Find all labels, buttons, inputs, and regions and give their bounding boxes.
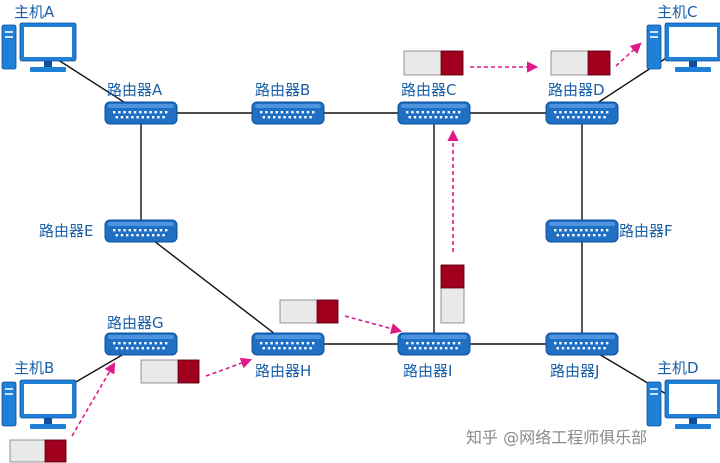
router-h-icon: [251, 332, 325, 356]
host-label-c: 主机C: [657, 3, 698, 21]
host-d-computer-icon: [646, 379, 720, 429]
host-label-d: 主机D: [657, 359, 699, 377]
packet-arrows-layer: [71, 42, 642, 437]
host-label-a: 主机A: [14, 3, 55, 21]
router-label-g: 路由器G: [107, 314, 164, 332]
router-label-e: 路由器E: [39, 222, 94, 240]
arrow-host-b-to-router-g: [71, 362, 116, 437]
arrow-router-d-to-host-c: [615, 42, 642, 67]
router-d-icon: [545, 101, 619, 125]
router-a-icon: [104, 101, 178, 125]
router-i-icon: [397, 332, 471, 356]
router-e-icon: [104, 219, 178, 243]
watermark-text: 知乎 @网络工程师俱乐部: [466, 428, 648, 447]
router-label-j: 路由器J: [550, 362, 600, 380]
router-label-d: 路由器D: [548, 81, 605, 99]
router-label-a: 路由器A: [107, 81, 163, 99]
packets-layer: [9, 50, 611, 463]
host-a-computer-icon: [1, 22, 77, 72]
router-label-b: 路由器B: [255, 81, 311, 99]
packet-router-c: [403, 50, 464, 76]
router-label-f: 路由器F: [619, 222, 673, 240]
router-g-icon: [104, 332, 178, 356]
router-label-c: 路由器C: [401, 81, 457, 99]
router-label-i: 路由器I: [403, 362, 453, 380]
routers-layer: [104, 101, 619, 356]
arrow-router-g-to-router-h: [205, 357, 253, 377]
host-c-computer-icon: [646, 22, 720, 72]
arrow-router-h-to-router-i: [344, 315, 403, 335]
router-label-h: 路由器H: [255, 362, 312, 380]
router-b-icon: [251, 101, 325, 125]
router-j-icon: [545, 332, 619, 356]
host-b-computer-icon: [1, 379, 77, 429]
packet-router-d: [550, 50, 611, 76]
hosts-layer: [1, 22, 720, 429]
packet-host-b: [9, 439, 67, 463]
host-label-b: 主机B: [14, 359, 55, 377]
packet-i-c: [440, 264, 465, 324]
router-f-icon: [545, 219, 619, 243]
packet-g-h: [140, 359, 200, 384]
packet-h-i: [279, 299, 339, 324]
router-c-icon: [397, 101, 471, 125]
link-router-E-router-H: [140, 230, 289, 345]
